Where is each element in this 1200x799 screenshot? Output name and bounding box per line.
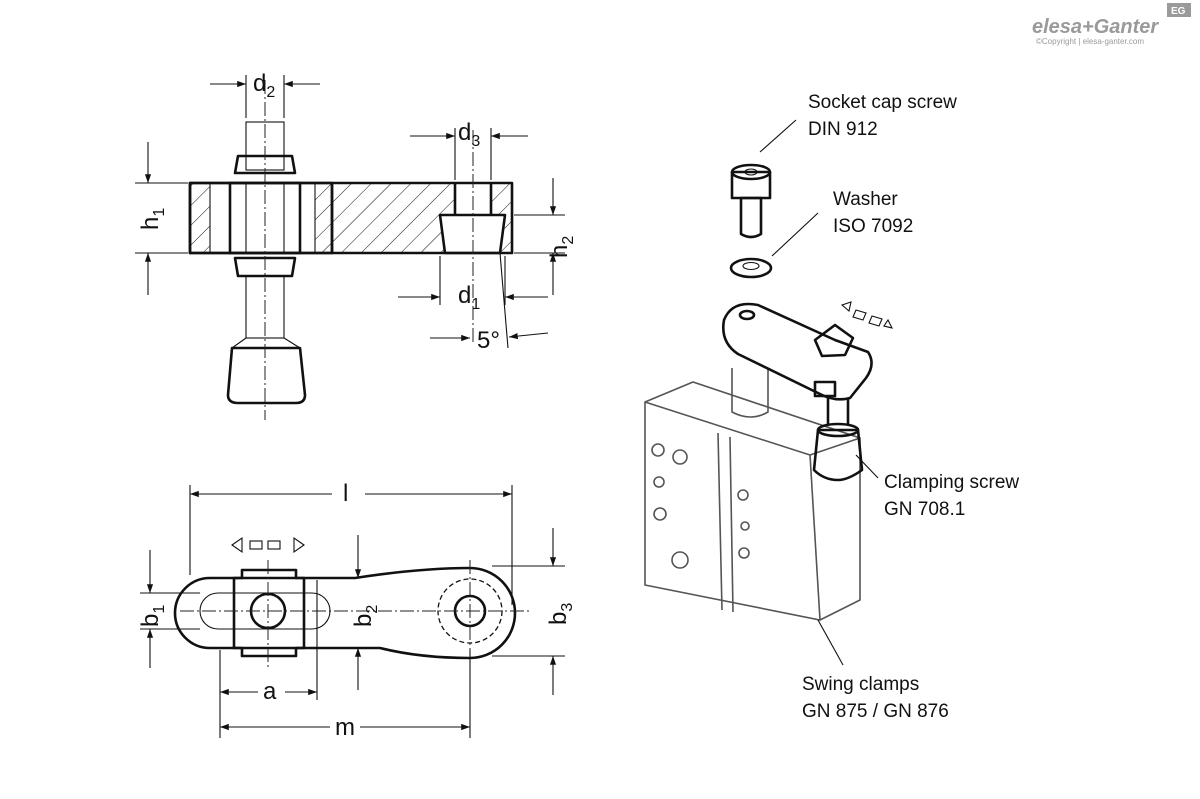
callout-washer-line2: ISO 7092: [833, 216, 913, 237]
bore-d1-taper: [440, 215, 505, 253]
dim-d2: d2: [253, 70, 275, 101]
washer: [729, 257, 773, 279]
screw-lower-shank: [245, 275, 285, 339]
logo-badge-text: EG: [1171, 6, 1186, 17]
callout-clamping-screw-line2: GN 708.1: [884, 499, 965, 520]
lever-nut: [813, 323, 855, 358]
callout-clamping-screw-line1: Clamping screw: [884, 472, 1019, 493]
front-section-view: d2 d3 d1 5° h1 h2: [135, 70, 577, 420]
lever-arm: [722, 302, 873, 401]
top-view: l b1 b2 b3 a m: [137, 480, 576, 741]
dim-a: a: [263, 678, 277, 705]
callout-socket-screw-line1: Socket cap screw: [808, 92, 957, 113]
callout-washer-line1: Washer: [833, 189, 898, 210]
nut-lower: [233, 256, 297, 278]
dim-angle: 5°: [477, 327, 500, 354]
hex-nut-top: [232, 568, 306, 658]
dim-b1: b1: [137, 605, 168, 627]
dim-h1: h1: [137, 208, 168, 230]
arm-top-outline: [173, 566, 517, 660]
dim-l: l: [343, 480, 348, 507]
swing-arrows-icon: [840, 301, 894, 329]
dim-h2: h2: [546, 236, 577, 258]
dim-m: m: [335, 714, 355, 741]
swing-clamp-block: [644, 381, 861, 621]
clamping-screw: [812, 398, 864, 482]
dim-d1: d1: [458, 282, 480, 313]
nut-upper: [233, 154, 297, 175]
logo-text: elesa+Ganter: [1032, 16, 1159, 38]
logo-badge: [1167, 3, 1191, 17]
copyright-text: ©Copyright | elesa-ganter.com: [1036, 37, 1144, 46]
isometric-assembly: [644, 119, 894, 666]
dim-b2: b2: [350, 605, 381, 627]
callout-socket-screw-line2: DIN 912: [808, 119, 878, 140]
movement-arrows-icon: [231, 536, 305, 554]
piston-rod: [731, 368, 769, 418]
brand-logo: elesa+Ganter EG ©Copyright | elesa-gante…: [1032, 3, 1191, 46]
socket-cap-screw: [730, 163, 772, 239]
dim-d3: d3: [458, 119, 480, 150]
clamping-tip: [226, 346, 307, 405]
dim-b3: b3: [545, 603, 576, 625]
callout-swing-clamps-line1: Swing clamps: [802, 674, 919, 695]
callout-swing-clamps-line2: GN 875 / GN 876: [802, 701, 949, 722]
